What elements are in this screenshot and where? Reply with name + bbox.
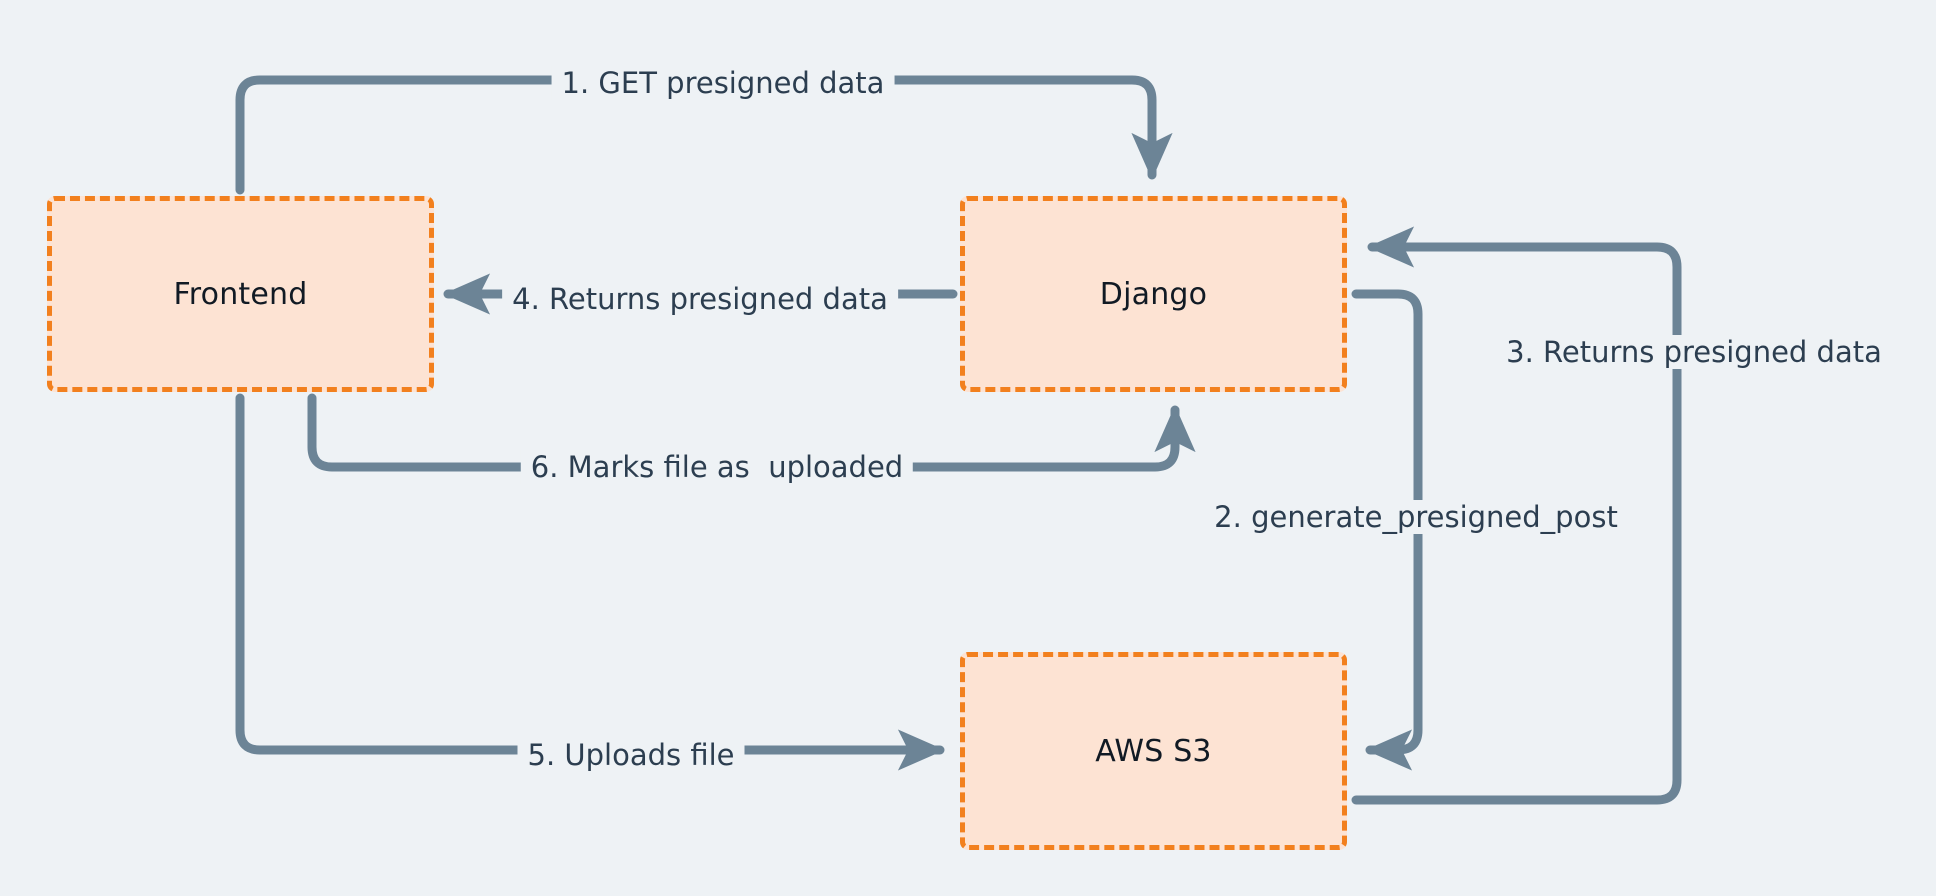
node-django-label: Django <box>1099 276 1208 312</box>
edge-3-path <box>1351 226 1682 805</box>
edge-label-2: 2. generate_presigned_post <box>1204 500 1628 534</box>
edge-label-3: 3. Returns presigned data <box>1496 335 1892 369</box>
node-aws-s3-label: AWS S3 <box>1095 733 1212 769</box>
edge-label-6: 6. Marks file as uploaded <box>520 450 914 484</box>
edge-5-path <box>235 393 945 771</box>
node-aws-s3[interactable]: AWS S3 <box>960 652 1347 850</box>
node-django[interactable]: Django <box>960 196 1347 392</box>
edge-label-5: 5. Uploads file <box>517 738 745 772</box>
node-frontend-label: Frontend <box>173 276 308 312</box>
edge-label-4: 4. Returns presigned data <box>502 282 898 316</box>
edge-label-1: 1. GET presigned data <box>551 66 895 100</box>
node-frontend[interactable]: Frontend <box>47 196 434 392</box>
